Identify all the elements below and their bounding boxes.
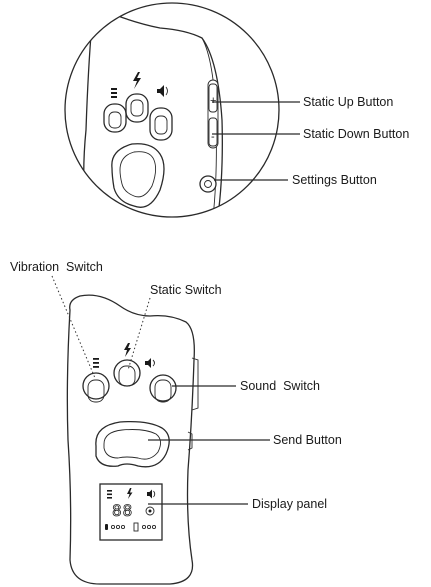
label-static-switch: Static Switch (150, 283, 222, 297)
zoomed-static-switch (125, 93, 149, 123)
label-sound-switch: Sound Switch (240, 379, 320, 393)
display-speaker-icon (147, 489, 156, 499)
label-vibration-switch: Vibration Switch (10, 260, 103, 274)
device-side-send-rail (187, 431, 193, 451)
zoomed-gear-icon (204, 180, 212, 188)
label-settings-button: Settings Button (292, 173, 377, 187)
static-switch[interactable] (113, 359, 141, 387)
device-front-view: 88 (66, 294, 199, 585)
callout-line-static (127, 297, 151, 371)
display-level-dots-left (105, 524, 126, 530)
send-button[interactable] (95, 420, 170, 468)
zoomed-send-button-inner (119, 151, 157, 198)
zoomed-send-button (111, 143, 165, 208)
zoomed-minus-symbol: - (211, 131, 215, 143)
label-static-down-button: Static Down Button (303, 127, 409, 141)
callout-line-vibration (51, 275, 96, 379)
device-body (66, 294, 195, 585)
zoomed-lightning-bolt-icon (133, 72, 141, 89)
display-vibration-icon (107, 490, 112, 499)
vibration-switch[interactable] (82, 372, 110, 403)
zoomed-down-button (208, 117, 218, 147)
zoomed-speaker-icon (157, 85, 168, 97)
display-gear-icon (145, 506, 155, 516)
sound-switch[interactable] (149, 374, 177, 403)
display-digits: 88 (112, 501, 133, 520)
zoomed-plus-symbol: + (210, 95, 216, 107)
lightning-bolt-icon (124, 343, 131, 357)
magnified-detail-view: + - (64, 2, 280, 218)
zoomed-settings-button (199, 175, 217, 193)
display-lightning-bolt-icon (127, 488, 133, 499)
zoomed-sound-switch (149, 107, 173, 141)
display-panel: 88 (99, 483, 163, 541)
zoomed-vibration-switch (103, 103, 127, 133)
speaker-icon (145, 358, 155, 368)
magnify-circle (64, 2, 280, 218)
zoomed-vibration-icon (111, 88, 117, 98)
battery-icon (133, 522, 139, 532)
zoomed-device-body (83, 14, 223, 217)
vibration-icon (93, 358, 99, 368)
display-level-dots-right (133, 522, 157, 532)
zoomed-up-button (208, 83, 218, 113)
label-static-up-button: Static Up Button (303, 95, 393, 109)
device-side-rail (191, 357, 199, 411)
label-send-button: Send Button (273, 433, 342, 447)
label-display-panel: Display panel (252, 497, 327, 511)
